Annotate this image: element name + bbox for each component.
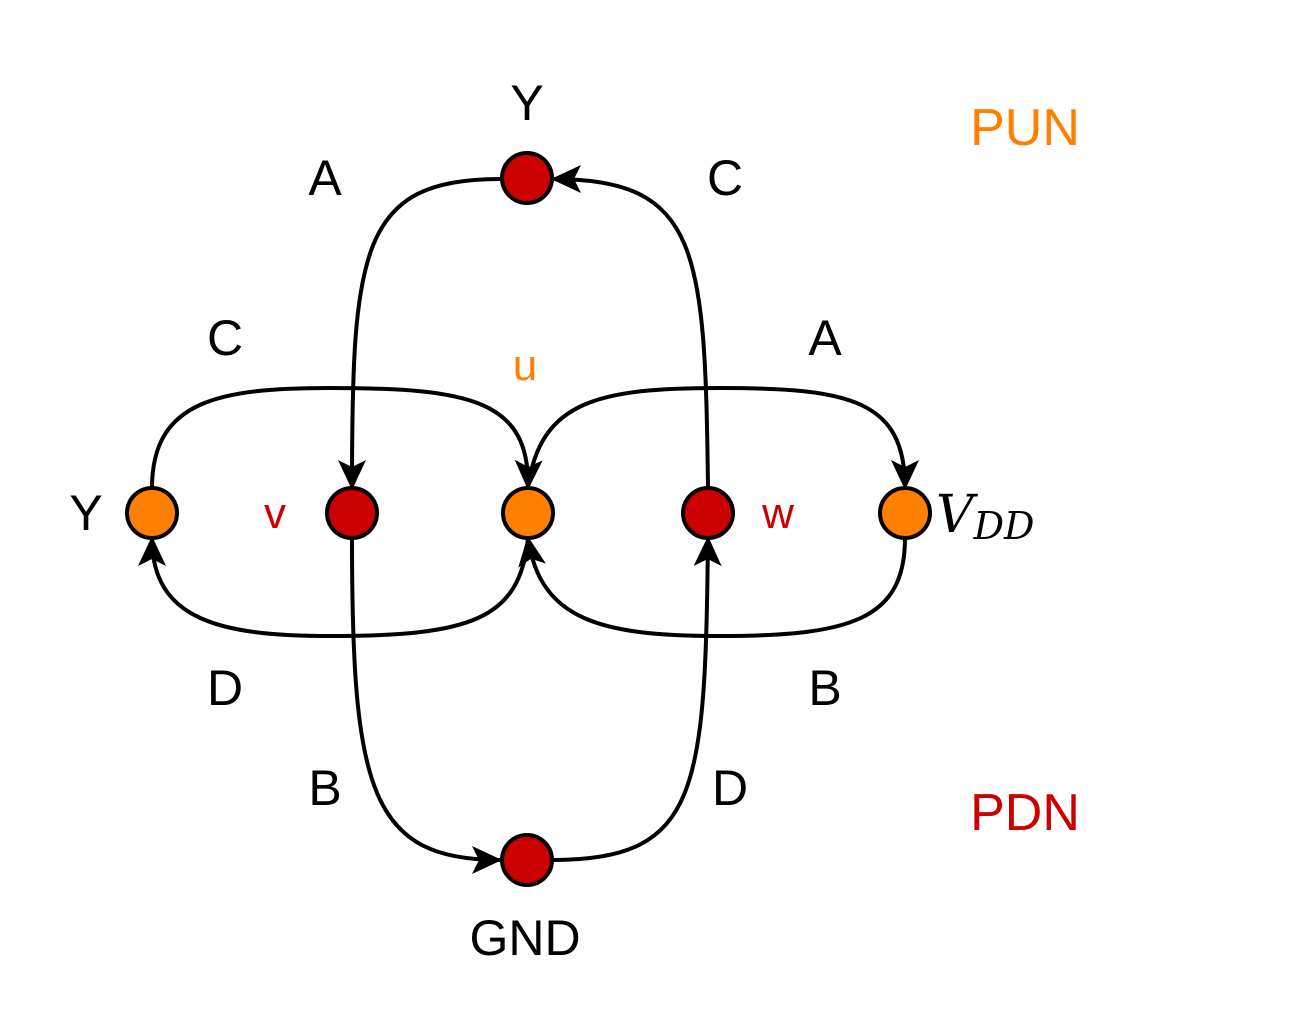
vdd-main: V xyxy=(936,485,978,545)
edge-pdn-d xyxy=(552,536,722,862)
edge-pdn-c xyxy=(551,165,710,489)
edge-pun-a xyxy=(526,385,919,490)
edge-labels: A C C A D B B D xyxy=(207,150,842,816)
node-labels: Y Y v u w VDD GND xyxy=(69,75,1034,966)
node-label-y-top: Y xyxy=(510,75,543,131)
edge-label-pun-b: B xyxy=(808,660,841,716)
node-label-w: w xyxy=(761,489,794,538)
legend-pdn: PDN xyxy=(970,784,1080,842)
node-vdd xyxy=(878,486,932,540)
edge-label-pdn-b: B xyxy=(308,760,341,816)
edge-label-pun-d: D xyxy=(207,660,243,716)
edge-label-pdn-c: C xyxy=(707,150,743,206)
node-label-y-left: Y xyxy=(69,485,102,541)
node-u xyxy=(501,486,555,540)
vdd-subscript: DD xyxy=(973,504,1035,548)
edges xyxy=(138,165,919,874)
nodes xyxy=(125,151,932,887)
node-label-gnd: GND xyxy=(469,910,580,966)
edge-pdn-b xyxy=(350,537,502,874)
node-y-left xyxy=(125,486,179,540)
node-v xyxy=(325,486,379,540)
edge-label-pun-a: A xyxy=(808,310,842,366)
node-y-top xyxy=(500,151,554,205)
node-gnd xyxy=(500,833,554,887)
edge-label-pdn-a: A xyxy=(308,150,342,206)
edge-label-pdn-d: D xyxy=(712,760,748,816)
node-w xyxy=(681,486,735,540)
node-label-vdd: VDD xyxy=(936,485,1035,548)
edge-pun-d xyxy=(138,536,530,639)
edge-label-pun-c: C xyxy=(207,310,243,366)
node-label-u: u xyxy=(513,341,537,390)
edge-pun-c xyxy=(150,385,543,490)
edge-pun-b xyxy=(518,536,907,639)
legend-pun: PUN xyxy=(970,99,1080,157)
node-label-v: v xyxy=(264,489,286,538)
edge-pdn-a xyxy=(338,177,501,490)
legend: PUN PDN xyxy=(970,99,1080,842)
